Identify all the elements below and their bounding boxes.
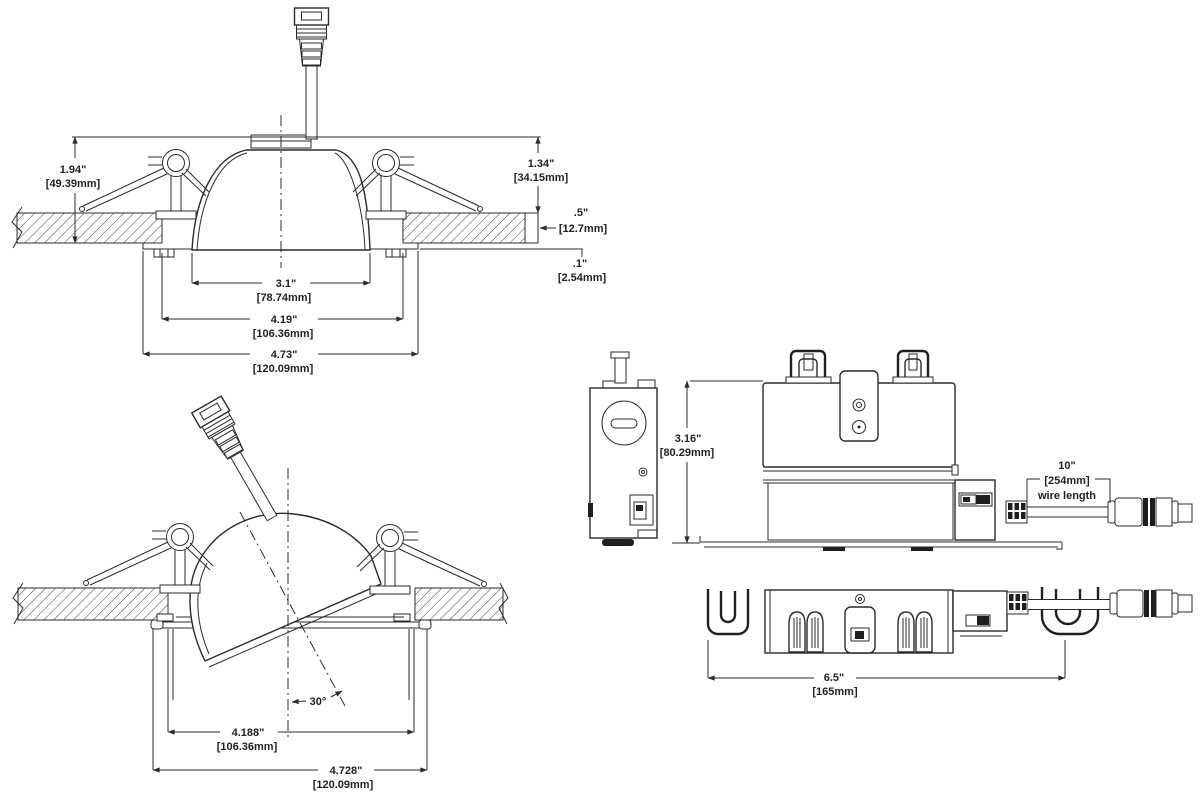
dimensions-housing-bottom: 6.5" [165mm] [707, 640, 1066, 698]
dim-aperture-in: 3.1" [276, 278, 297, 290]
dim-trim-reveal-mm: [2.54mm] [558, 272, 607, 284]
view-housing-front: 3.16" [80.29mm] 10" [254mm] wire length [588, 349, 1193, 551]
view-tilted-section: 30° 4.188" [106.36mm] 4.728" [120.09mm] [12, 395, 509, 791]
dim-tilt-trim-od-mm: [120.09mm] [313, 779, 374, 791]
dim-wire-length-note: wire length [1037, 490, 1096, 502]
wire-connector [1107, 497, 1193, 527]
dimensions-tilted: 30° 4.188" [106.36mm] 4.728" [120.09mm] [152, 629, 428, 791]
dim-trim-reveal-in: .1" [573, 258, 587, 270]
dim-tilt-trim-od-in: 4.728" [330, 765, 363, 777]
ceiling-cross-section-tilted [12, 582, 509, 625]
lead-wire-bottom [1028, 589, 1193, 618]
dim-aperture-mm: [78.74mm] [257, 292, 312, 304]
dim-ceiling-thickness-in: .5" [574, 207, 588, 219]
dim-cutout-mm: [106.36mm] [253, 328, 314, 340]
dim-cutout-in: 4.19" [271, 314, 298, 326]
spring-clip-right [352, 149, 483, 220]
dim-housing-height-mm: [80.29mm] [660, 447, 715, 459]
center-latch [844, 594, 876, 654]
view-housing-bottom: 6.5" [165mm] [706, 587, 1193, 698]
switch [976, 495, 990, 504]
dimensions-installed: 1.94" [49.39mm] 1.34" [34.15mm] .5" [12.… [46, 136, 608, 375]
junction-box-side [588, 351, 658, 546]
ceiling-cross-section [11, 206, 539, 249]
switch [977, 616, 989, 625]
power-cable [293, 7, 330, 140]
centerline-tilted [239, 511, 346, 707]
dim-housing-length-in: 6.5" [824, 672, 845, 684]
dim-wire-length-mm: [254mm] [1044, 475, 1090, 487]
dim-housing-length-mm: [165mm] [812, 686, 858, 698]
dim-ceiling-thickness-mm: [12.7mm] [559, 223, 608, 235]
dim-protrusion-in: 1.94" [60, 164, 87, 176]
dim-trim-od-mm: [120.09mm] [253, 363, 314, 375]
dim-wire-length-in: 10" [1058, 460, 1075, 472]
dim-tilt-angle: 30° [310, 696, 327, 708]
gimbal-plate [839, 370, 879, 442]
dim-housing-height-in: 3.16" [675, 433, 702, 445]
wire-connector [1109, 589, 1193, 618]
driver-housing-front [699, 349, 1063, 551]
dim-tilt-cutout-in: 4.188" [232, 727, 265, 739]
dim-trim-od-in: 4.73" [271, 349, 298, 361]
driver-box-bottom [952, 590, 1029, 637]
dimensions-housing-front: 3.16" [80.29mm] 10" [254mm] wire length [660, 380, 1111, 544]
lamp-dome-tilted [189, 512, 386, 668]
lead-wire-front [1005, 497, 1193, 527]
dim-spring-height-mm: [34.15mm] [514, 172, 569, 184]
dim-spring-height-in: 1.34" [528, 158, 555, 170]
dim-protrusion-mm: [49.39mm] [46, 178, 101, 190]
driver-box [954, 479, 996, 541]
dim-tilt-cutout-mm: [106.36mm] [217, 741, 278, 753]
break-symbol [12, 582, 24, 625]
view-installed-section: 1.94" [49.39mm] 1.34" [34.15mm] .5" [12.… [11, 7, 608, 375]
break-symbol [11, 206, 23, 249]
power-cable-tilted [191, 395, 288, 528]
break-symbol [498, 582, 509, 625]
